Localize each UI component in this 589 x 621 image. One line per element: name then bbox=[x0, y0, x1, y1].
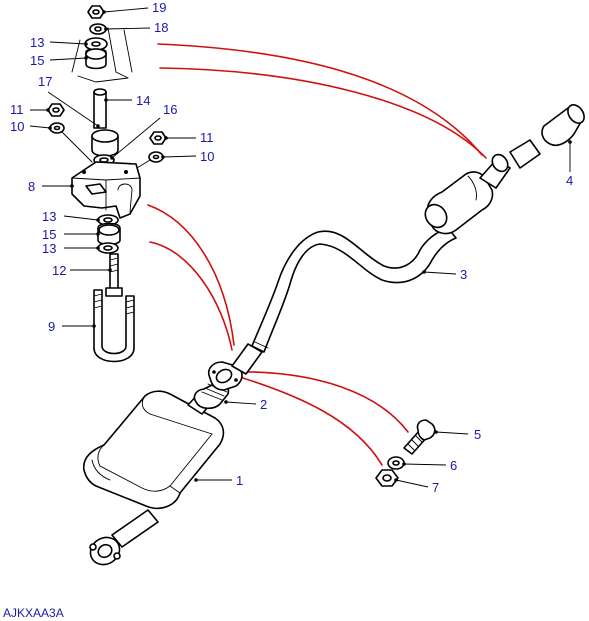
front-pipe-sleeve bbox=[509, 104, 585, 169]
callout-5: 5 bbox=[474, 427, 481, 442]
callout-13-low: 13 bbox=[42, 241, 56, 256]
callout-10-right: 10 bbox=[200, 149, 214, 164]
callout-6: 6 bbox=[450, 458, 457, 473]
relation-curve-top-mount-upper bbox=[157, 43, 483, 156]
right-washer bbox=[148, 151, 164, 163]
callout-17: 17 bbox=[38, 74, 52, 89]
callout-8: 8 bbox=[28, 179, 35, 194]
callout-9: 9 bbox=[48, 319, 55, 334]
callout-labels: 19 18 13 15 17 14 16 11 10 11 10 8 13 15… bbox=[10, 0, 573, 495]
spacer-tube bbox=[93, 88, 107, 129]
relation-curves bbox=[147, 43, 487, 466]
stud-bolt bbox=[105, 253, 123, 297]
clamp-washer bbox=[387, 456, 405, 470]
top-rubber-mount bbox=[84, 37, 108, 70]
callout-15-top: 15 bbox=[30, 53, 44, 68]
callout-1: 1 bbox=[236, 473, 243, 488]
callout-19: 19 bbox=[152, 0, 166, 15]
relation-curve-top-mount-lower bbox=[159, 67, 487, 159]
mounting-bracket bbox=[71, 161, 141, 219]
callout-12: 12 bbox=[52, 263, 66, 278]
clamp-nut bbox=[375, 469, 399, 487]
left-washer bbox=[49, 122, 65, 134]
callout-4: 4 bbox=[566, 173, 573, 188]
callout-11-left: 11 bbox=[10, 102, 24, 117]
callout-14: 14 bbox=[136, 93, 150, 108]
callout-15-mid: 15 bbox=[42, 227, 56, 242]
clamp-bolt bbox=[403, 419, 436, 455]
callout-18: 18 bbox=[154, 20, 168, 35]
lower-rubber-stack bbox=[97, 214, 121, 254]
intermediate-pipe bbox=[231, 153, 511, 375]
relation-curve-fastener-lower bbox=[229, 373, 383, 466]
callout-16: 16 bbox=[163, 102, 177, 117]
tail-pipe-flange bbox=[89, 536, 121, 566]
callout-7: 7 bbox=[432, 480, 439, 495]
u-bolt bbox=[93, 289, 135, 363]
right-nut bbox=[149, 131, 167, 145]
rear-silencer bbox=[82, 390, 225, 566]
callout-13-mid: 13 bbox=[42, 209, 56, 224]
top-washer bbox=[89, 23, 107, 35]
joint-flange bbox=[207, 361, 243, 391]
callout-10-left: 10 bbox=[10, 119, 24, 134]
top-nut bbox=[87, 5, 105, 19]
relation-curve-fastener-upper bbox=[231, 371, 409, 433]
callout-2: 2 bbox=[260, 397, 267, 412]
drawing-code: AJKXAA3A bbox=[3, 606, 64, 620]
left-nut bbox=[47, 103, 65, 117]
callout-11-right: 11 bbox=[200, 130, 214, 145]
rubber-block bbox=[91, 129, 119, 157]
leader-lines bbox=[29, 7, 572, 488]
callout-13-top: 13 bbox=[30, 35, 44, 50]
callout-3: 3 bbox=[460, 267, 467, 282]
relation-curve-bracket-lower bbox=[149, 241, 233, 351]
upper-mount-assembly bbox=[71, 5, 133, 83]
relation-curve-bracket-upper bbox=[147, 204, 235, 346]
